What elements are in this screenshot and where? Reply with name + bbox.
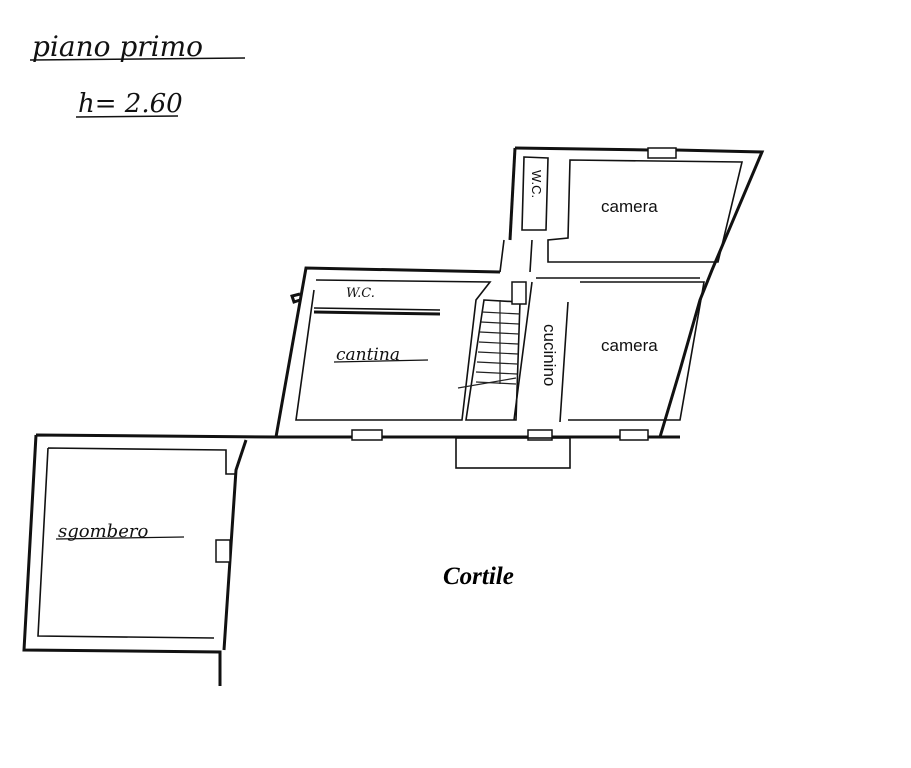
room-label-wc-lower: W.C. [346, 286, 375, 301]
courtyard-label: Cortile [443, 563, 514, 590]
room-label-wc-upper: W.C. [529, 170, 544, 198]
main-block-outer-wall [274, 266, 501, 438]
cucinino-walls [513, 277, 700, 423]
corridor-walls [499, 239, 533, 273]
floor-title: piano primo [32, 30, 203, 63]
wc-lower-partition [313, 307, 441, 311]
stairwell-walls [465, 299, 521, 421]
floor-title-underline [29, 57, 246, 61]
corridor-door [511, 281, 527, 305]
main-block [274, 239, 705, 469]
sgombero-inner-wall [37, 447, 236, 639]
cantina-walls [295, 279, 492, 421]
wc-upper-walls [521, 156, 549, 231]
ceiling-height-label: h= 2.60 [78, 89, 183, 119]
room-label-cucinino: cucinino [540, 324, 559, 386]
sgombero-door [215, 539, 231, 563]
upper-wing-outer-wall [514, 146, 765, 438]
room-label-sgombero: sgombero [58, 521, 148, 542]
balcony-step [455, 437, 571, 469]
window-camera-lower [619, 429, 649, 441]
upper-wing [508, 146, 765, 438]
window-cucinino [527, 429, 553, 441]
height-underline [75, 115, 179, 118]
camera-upper-walls [547, 159, 744, 263]
room-label-cantina: cantina [336, 345, 400, 365]
sgombero-underline [55, 536, 185, 540]
window-cantina [351, 429, 383, 441]
sgombero-outer-wall [22, 433, 277, 686]
cantina-underline [333, 359, 429, 363]
window-upper [647, 147, 677, 159]
sgombero-block [22, 433, 277, 686]
camera-lower-walls [568, 281, 705, 421]
room-label-camera-upper: camera [601, 197, 658, 216]
room-label-camera-lower: camera [601, 336, 658, 355]
stair-treads [457, 300, 521, 389]
